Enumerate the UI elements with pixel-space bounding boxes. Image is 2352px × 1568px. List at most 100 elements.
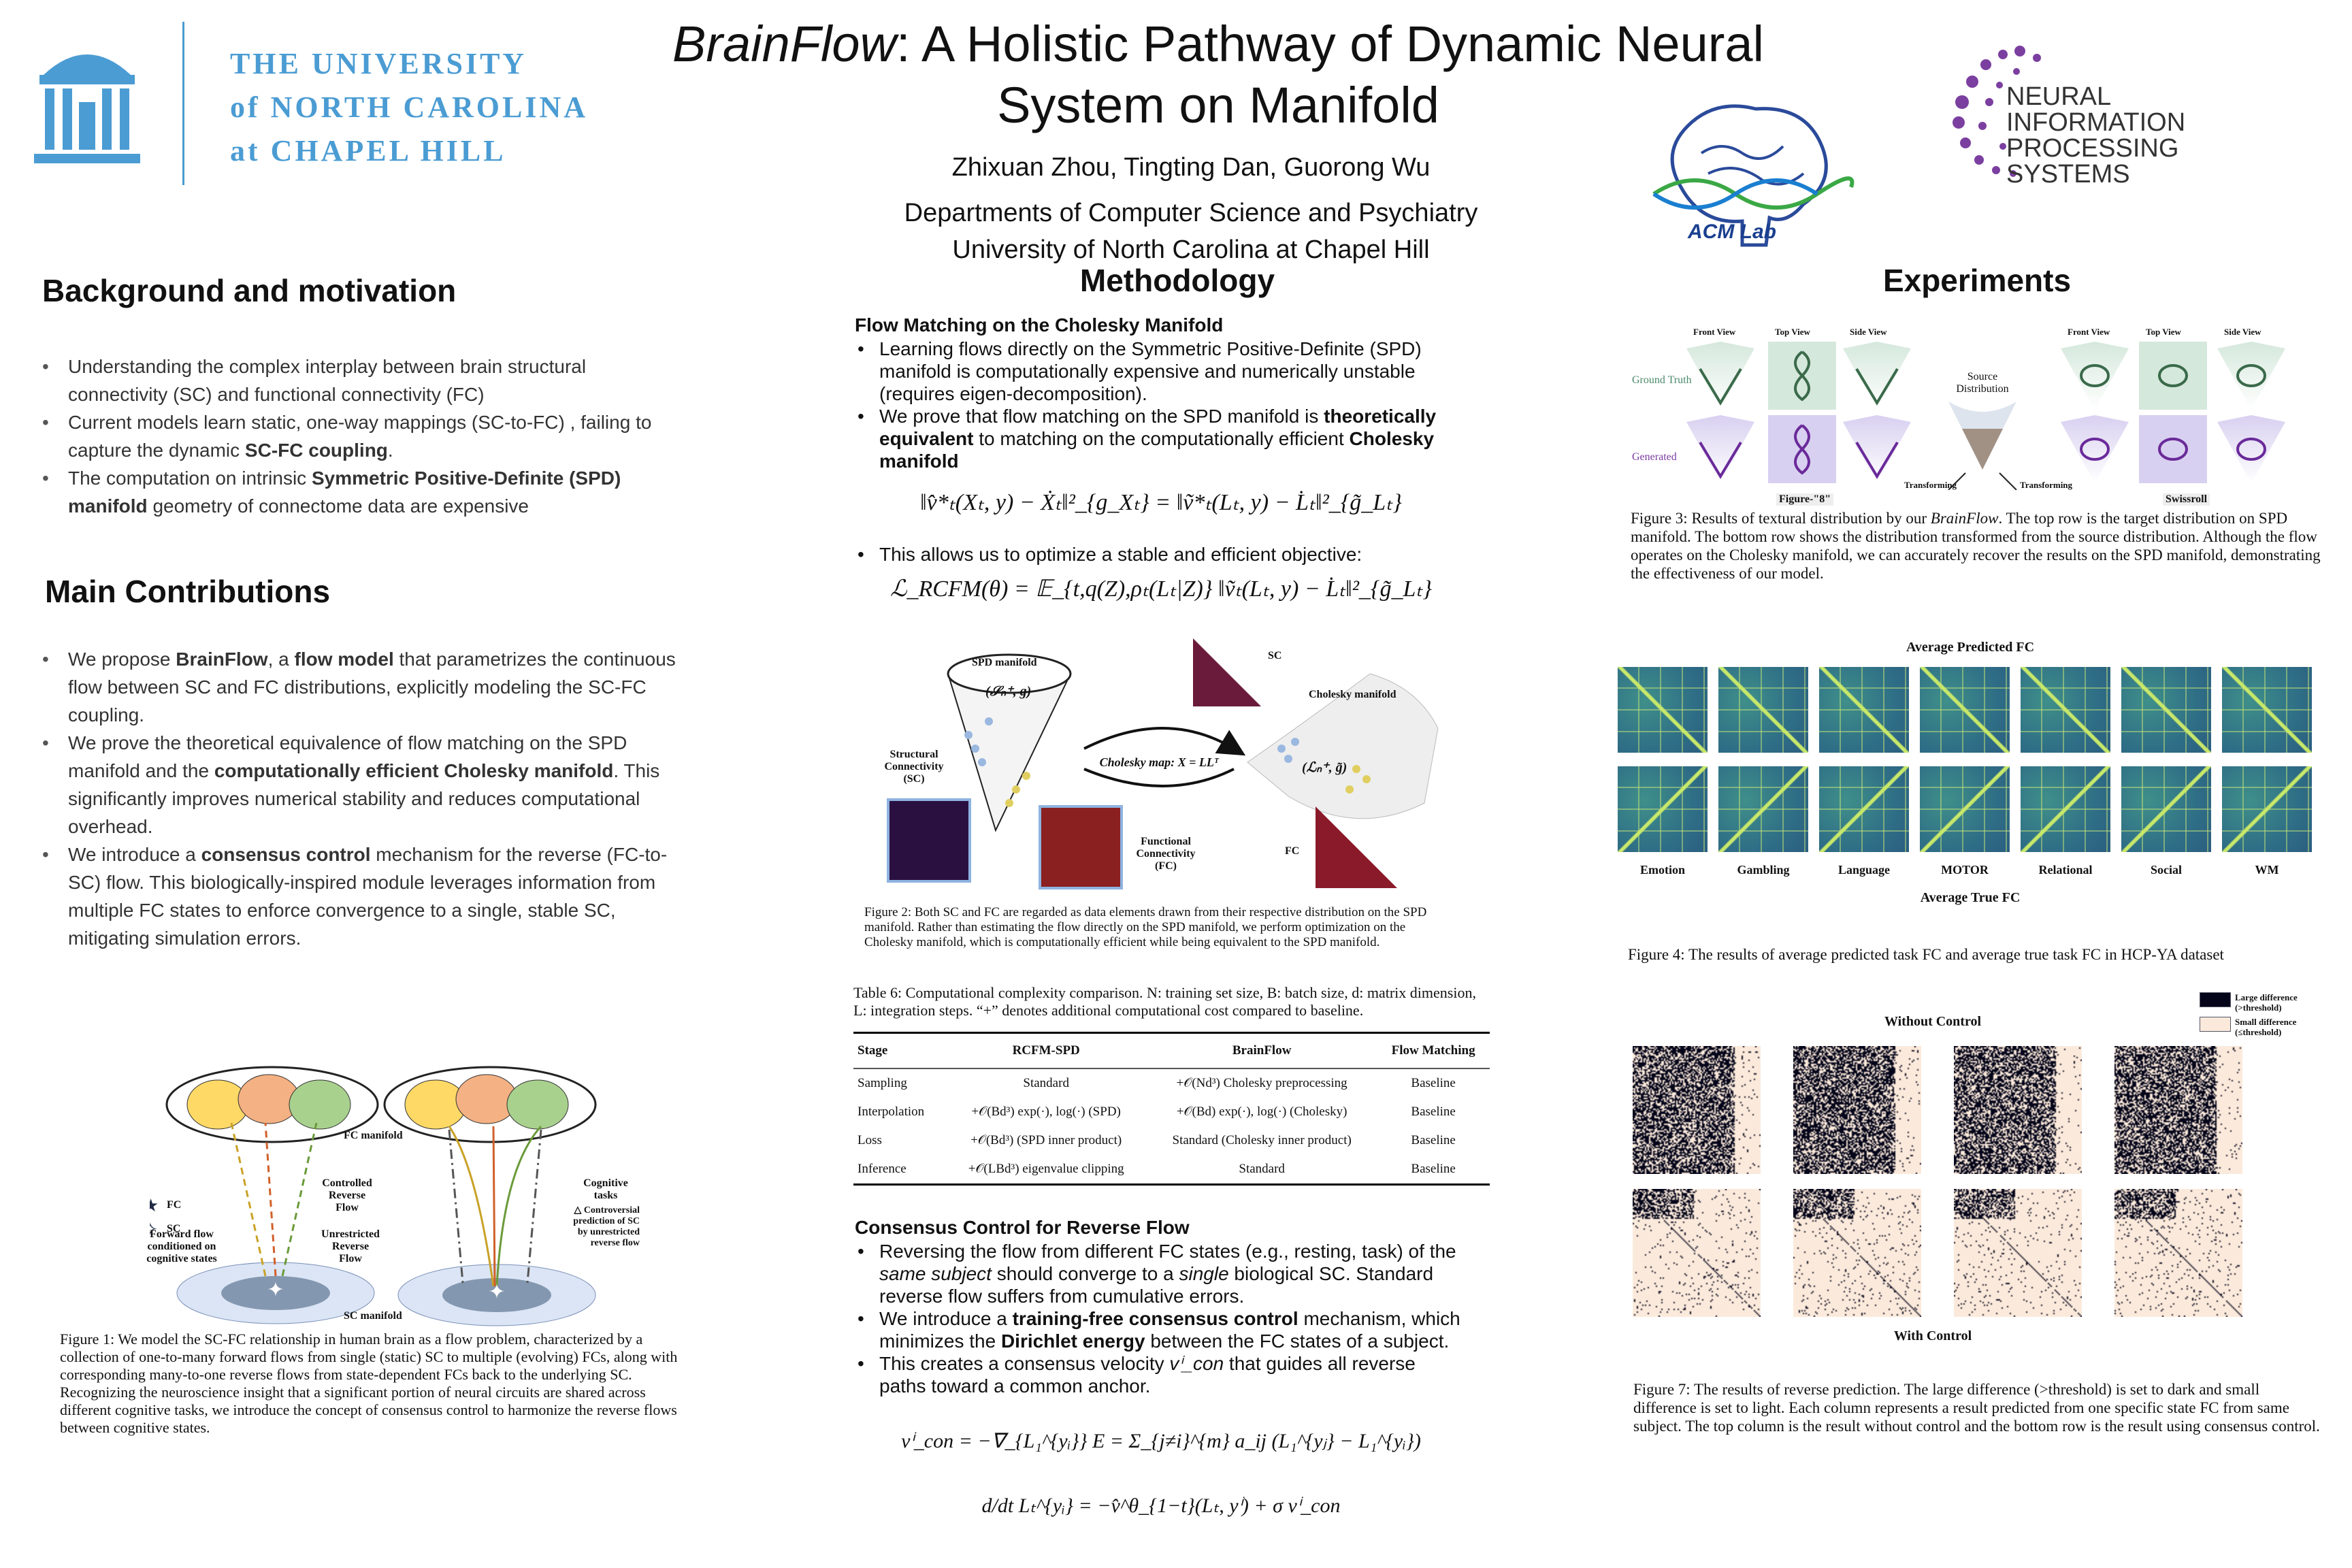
list-item: We introduce a training-free consensus c…	[855, 1307, 1467, 1352]
text-segment: mechanism for the reverse (FC-to-SC) flo…	[68, 844, 668, 949]
text-segment: Current models learn static, one-way map…	[68, 412, 652, 461]
complexity-table: Stage RCFM-SPD BrainFlow Flow Matching S…	[853, 1032, 1490, 1186]
legend-sub: (>threshold)	[2235, 1002, 2282, 1013]
acm-lab-text: ACM Lab	[1687, 220, 1776, 243]
unc-logo	[30, 34, 144, 174]
legend-item: Small difference(≤threshold)	[2200, 1017, 2322, 1037]
table-cell: Sampling	[858, 1076, 907, 1090]
table-cell: Inference	[853, 1155, 946, 1186]
text-segment: to matching on the computationally effic…	[973, 428, 1350, 449]
text-segment: Learning flows directly on the Symmetric…	[879, 338, 1422, 404]
table-caption: Table 6: Computational complexity compar…	[853, 984, 1476, 1019]
text-segment: . This significantly improves numerical …	[68, 760, 660, 837]
task-label: Emotion	[1639, 863, 1685, 877]
ground-truth-label: Ground Truth	[1632, 374, 1692, 386]
table-cell: +𝒪(Nd³) Cholesky preprocessing	[1176, 1076, 1348, 1090]
neurips-line: PROCESSING SYSTEMS	[2006, 134, 2179, 189]
ground-truth-panel	[2061, 342, 2129, 410]
university-line: THE UNIVERSITY	[230, 47, 527, 80]
text-segment: theoretically equivalent	[879, 406, 1437, 449]
cognitive-tasks-label: Cognitive tasks	[583, 1177, 628, 1201]
sc-star-icon: ✦	[488, 1281, 505, 1303]
table-cell: Baseline	[1411, 1105, 1456, 1119]
legend-label: Small difference	[2235, 1017, 2297, 1027]
cholesky-symbol: (ℒₙ⁺, g̃)	[1302, 760, 1348, 775]
table-cell: +𝒪(Bd³) exp(·), log(·) (SPD)	[971, 1105, 1121, 1119]
true-fc-heatmap	[1920, 766, 2010, 852]
figure2: SPD manifold (𝒮ₙ⁺, g) Structural Connect…	[880, 633, 1465, 898]
text-segment: Reversing the flow from different FC sta…	[879, 1241, 1456, 1262]
list-item: The computation on intrinsic Symmetric P…	[42, 464, 655, 520]
controlled-flow-legend: Controlled Reverse Flow	[322, 1177, 372, 1213]
with-control-map	[2114, 1189, 2242, 1317]
transforming-label: Transforming	[1904, 480, 1957, 490]
source-distribution-cone	[1948, 402, 2017, 490]
text-segment: vⁱ_con	[1169, 1353, 1224, 1374]
equivalence-equation: ‖v̂*ₜ(Xₜ, y) − Ẋₜ‖²_{g_Xₜ} = ‖ṽ*ₜ(Lₜ, y)…	[920, 490, 1402, 515]
text-segment: We propose	[68, 649, 176, 670]
column-header: Stage	[853, 1032, 946, 1069]
without-control-map	[1954, 1046, 2082, 1174]
controversial-label: △ Controversial prediction of SC by unre…	[573, 1205, 640, 1248]
true-fc-heatmap	[1618, 766, 1708, 852]
figure8-dataset-label: Figure-"8"	[1776, 493, 1834, 506]
list-item: We propose BrainFlow, a flow model that …	[42, 645, 696, 729]
text-segment: This allows us to optimize a stable and …	[879, 544, 1362, 565]
unrestricted-flow-legend: Unrestricted Reverse Flow	[321, 1228, 380, 1264]
text-segment: same subject	[879, 1263, 992, 1284]
background-list: Understanding the complex interplay betw…	[42, 353, 655, 520]
figure2-caption: Figure 2: Both SC and FC are regarded as…	[864, 905, 1427, 949]
view-label: Front View	[1693, 327, 1736, 337]
figure4-caption: Figure 4: The results of average predict…	[1628, 946, 2224, 963]
text-segment: mechanism, which minimizes the	[879, 1308, 1460, 1352]
table-cell: +𝒪(Bd³) (SPD inner product)	[970, 1133, 1122, 1147]
text-segment: Cholesky manifold	[879, 428, 1435, 472]
table-cell: +𝒪(LBd³) eigenvalue clipping	[945, 1155, 1147, 1186]
reverse-ode-equation: d/dt Lₜ^{yᵢ} = −v̂^θ_{1−t}(Lₜ, yⁱ) + σ v…	[981, 1494, 1341, 1517]
generated-panel	[1686, 415, 1754, 483]
without-control-map	[2114, 1046, 2242, 1174]
figure7-maps	[1633, 1046, 2245, 1318]
task-label: Relational	[2038, 863, 2093, 877]
spd-symbol: (𝒮ₙ⁺, g)	[985, 684, 1032, 699]
objective-list: This allows us to optimize a stable and …	[855, 543, 1467, 566]
text-segment: We prove that flow matching on the SPD m…	[879, 406, 1324, 427]
experiments-heading: Experiments	[1882, 263, 2072, 298]
neurips-logo: NEURAL INFORMATION PROCESSING SYSTEMS	[1938, 37, 2292, 189]
task-label: Gambling	[1737, 863, 1790, 877]
contributions-list: We propose BrainFlow, a flow model that …	[42, 645, 696, 952]
fc-matrix	[1039, 805, 1123, 889]
table-cell: Baseline	[1411, 1076, 1456, 1090]
background-heading: Background and motivation	[42, 273, 457, 308]
title-brand: BrainFlow	[672, 16, 897, 72]
list-item: This creates a consensus velocity vⁱ_con…	[855, 1352, 1467, 1397]
forward-flow-legend: Forward flow conditioned on cognitive st…	[146, 1228, 217, 1264]
avg-true-fc-title: Average True FC	[1920, 890, 2021, 905]
fc-cholesky-triangle	[1316, 806, 1397, 888]
department: Departments of Computer Science and Psyc…	[904, 199, 1478, 227]
true-fc-heatmap	[2021, 766, 2110, 852]
sc-cholesky-triangle	[1193, 638, 1261, 706]
table-cell: Standard	[1147, 1155, 1377, 1186]
list-item: Reversing the flow from different FC sta…	[855, 1240, 1467, 1307]
view-label: Side View	[1850, 327, 1887, 337]
old-well-icon	[34, 54, 140, 163]
ground-truth-panel	[2217, 342, 2285, 410]
generated-panel	[2139, 415, 2207, 483]
with-control-map	[1954, 1189, 2082, 1317]
list-item: Learning flows directly on the Symmetric…	[855, 338, 1467, 405]
caption-text: Figure 3: Results of textural distributi…	[1631, 510, 1931, 527]
authors: Zhixuan Zhou, Tingting Dan, Guorong Wu	[951, 153, 1431, 182]
cholesky-manifold-label: Cholesky manifold	[1309, 689, 1396, 700]
consensus-subheading: Consensus Control for Reverse Flow	[855, 1217, 1190, 1238]
methodology-heading: Methodology	[1079, 263, 1275, 298]
task-label: Language	[1838, 863, 1891, 877]
without-control-map	[1793, 1046, 1921, 1174]
table-cell: Standard	[1023, 1076, 1069, 1090]
without-control-title: Without Control	[1884, 1014, 1982, 1029]
table-row: Sampling Standard +𝒪(Nd³) Cholesky preproc…	[853, 1068, 1490, 1098]
true-fc-heatmap	[1718, 766, 1808, 852]
text-segment: consensus control	[201, 844, 371, 865]
